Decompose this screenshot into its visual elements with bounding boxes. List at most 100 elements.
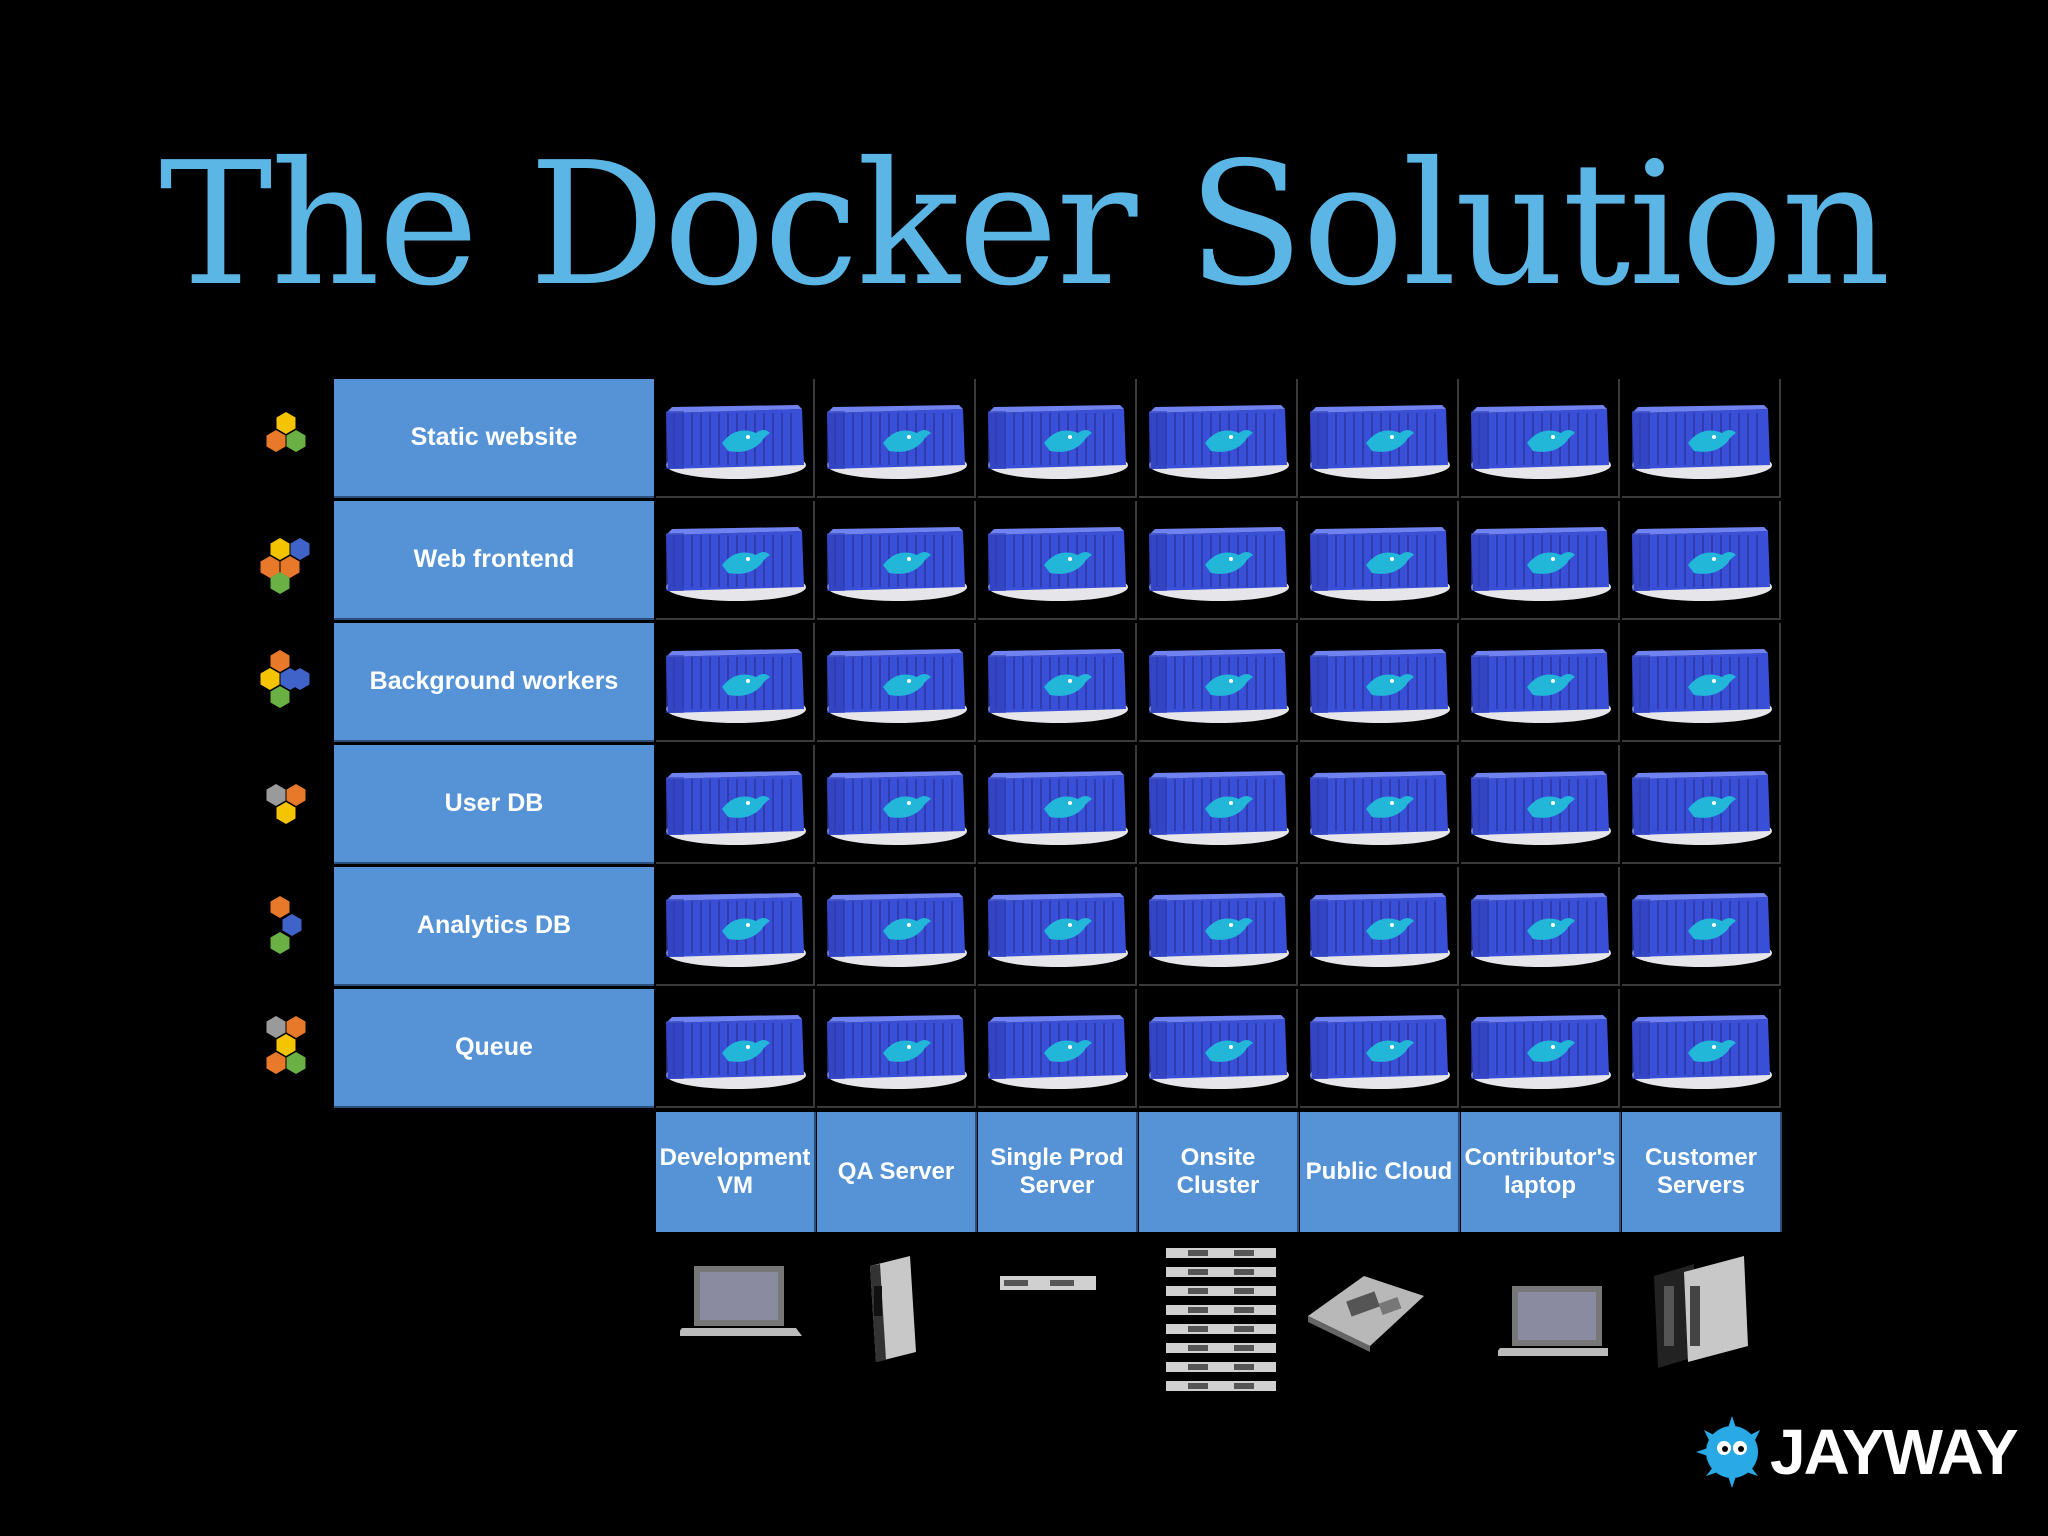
- matrix-cell: [1139, 867, 1298, 986]
- docker-container-icon: [1471, 893, 1611, 967]
- hexagon-cluster-icon: [260, 538, 310, 594]
- matrix-cell: [1300, 867, 1459, 986]
- column-label: Onsite Cluster: [1139, 1112, 1299, 1232]
- docker-container-icon: [666, 893, 806, 967]
- column-label: Development VM: [656, 1112, 816, 1232]
- hexagon-cluster-icon: [266, 1016, 306, 1074]
- matrix-cell: [1622, 989, 1781, 1108]
- hexagon-cluster-icon: [266, 412, 306, 452]
- laptop-icon: [1498, 1286, 1608, 1356]
- docker-container-icon: [1310, 649, 1450, 723]
- matrix-cell: [1461, 745, 1620, 864]
- docker-container-icon: [1149, 527, 1289, 601]
- docker-container-icon: [666, 405, 806, 479]
- docker-container-icon: [1310, 527, 1450, 601]
- docker-container-icon: [1471, 527, 1611, 601]
- matrix-cell: [1461, 623, 1620, 742]
- matrix-cell: [1461, 867, 1620, 986]
- matrix-cell: [656, 623, 815, 742]
- matrix-cell: [817, 379, 976, 498]
- matrix-cell: [1139, 989, 1298, 1108]
- docker-container-icon: [1471, 1015, 1611, 1089]
- logo-text: JAYWAY: [1770, 1416, 2019, 1488]
- matrix-cell: [1622, 745, 1781, 864]
- matrix-cell: [978, 501, 1137, 620]
- matrix-cell: [817, 501, 976, 620]
- docker-container-icon: [1632, 771, 1772, 845]
- docker-container-icon: [1632, 405, 1772, 479]
- docker-container-icon: [988, 649, 1128, 723]
- row-label: Web frontend: [334, 501, 654, 620]
- docker-container-icon: [666, 649, 806, 723]
- hexagon-cluster-icon: [270, 896, 302, 954]
- docker-container-icon: [988, 771, 1128, 845]
- server-stack-icon: [1166, 1248, 1276, 1391]
- docker-container-icon: [1471, 771, 1611, 845]
- matrix-cell: [1622, 379, 1781, 498]
- matrix-cell: [978, 867, 1137, 986]
- matrix-cell: [978, 379, 1137, 498]
- docker-container-icon: [827, 893, 967, 967]
- docker-container-icon: [1310, 1015, 1450, 1089]
- column-label: Single Prod Server: [978, 1112, 1138, 1232]
- docker-container-icon: [827, 1015, 967, 1089]
- docker-container-icon: [988, 1015, 1128, 1089]
- docker-container-icon: [1310, 771, 1450, 845]
- docker-container-icon: [1149, 771, 1289, 845]
- docker-container-icon: [1471, 649, 1611, 723]
- laptop-icon: [680, 1266, 802, 1336]
- docker-container-icon: [1310, 893, 1450, 967]
- hexagon-cluster-icon: [266, 784, 306, 824]
- row-label: Queue: [334, 989, 654, 1108]
- docker-container-icon: [988, 893, 1128, 967]
- pufferfish-icon: [1696, 1416, 1760, 1488]
- matrix-cell: [1622, 623, 1781, 742]
- matrix-cell: [1300, 745, 1459, 864]
- rack-server-icon: [1000, 1276, 1096, 1290]
- docker-container-icon: [1471, 405, 1611, 479]
- matrix-cell: [656, 379, 815, 498]
- matrix-cell: [1139, 501, 1298, 620]
- docker-container-icon: [1310, 405, 1450, 479]
- matrix-cell: [1300, 501, 1459, 620]
- hexagon-cluster-icon: [260, 650, 310, 708]
- row-label: Static website: [334, 379, 654, 498]
- matrix-cell: [978, 745, 1137, 864]
- matrix-cell: [817, 867, 976, 986]
- docker-container-icon: [1149, 649, 1289, 723]
- docker-container-icon: [988, 405, 1128, 479]
- docker-container-icon: [1149, 893, 1289, 967]
- matrix-cell: [1622, 501, 1781, 620]
- matrix-cell: [817, 745, 976, 864]
- matrix-cell: [1139, 623, 1298, 742]
- matrix-cell: [1139, 379, 1298, 498]
- matrix-cell: [817, 989, 976, 1108]
- slide-title: The Docker Solution: [159, 126, 1891, 324]
- matrix-cell: [656, 989, 815, 1108]
- matrix-cell: [656, 745, 815, 864]
- docker-container-icon: [666, 1015, 806, 1089]
- matrix-cell: [1300, 623, 1459, 742]
- blade-servers-icon: [1654, 1256, 1748, 1368]
- docker-container-icon: [1149, 405, 1289, 479]
- docker-container-icon: [1632, 1015, 1772, 1089]
- row-label: User DB: [334, 745, 654, 864]
- docker-container-icon: [827, 649, 967, 723]
- matrix-cell: [1461, 379, 1620, 498]
- matrix-cell: [817, 623, 976, 742]
- matrix-cell: [1300, 989, 1459, 1108]
- docker-container-icon: [666, 527, 806, 601]
- column-label: QA Server: [817, 1112, 977, 1232]
- row-label: Background workers: [334, 623, 654, 742]
- row-label: Analytics DB: [334, 867, 654, 986]
- docker-container-icon: [1632, 649, 1772, 723]
- docker-container-icon: [827, 771, 967, 845]
- docker-container-icon: [1632, 527, 1772, 601]
- matrix-cell: [656, 867, 815, 986]
- matrix-cell: [656, 501, 815, 620]
- docker-container-icon: [666, 771, 806, 845]
- docker-container-icon: [1632, 893, 1772, 967]
- matrix-cell: [978, 989, 1137, 1108]
- docker-container-icon: [988, 527, 1128, 601]
- motherboard-icon: [1308, 1276, 1424, 1352]
